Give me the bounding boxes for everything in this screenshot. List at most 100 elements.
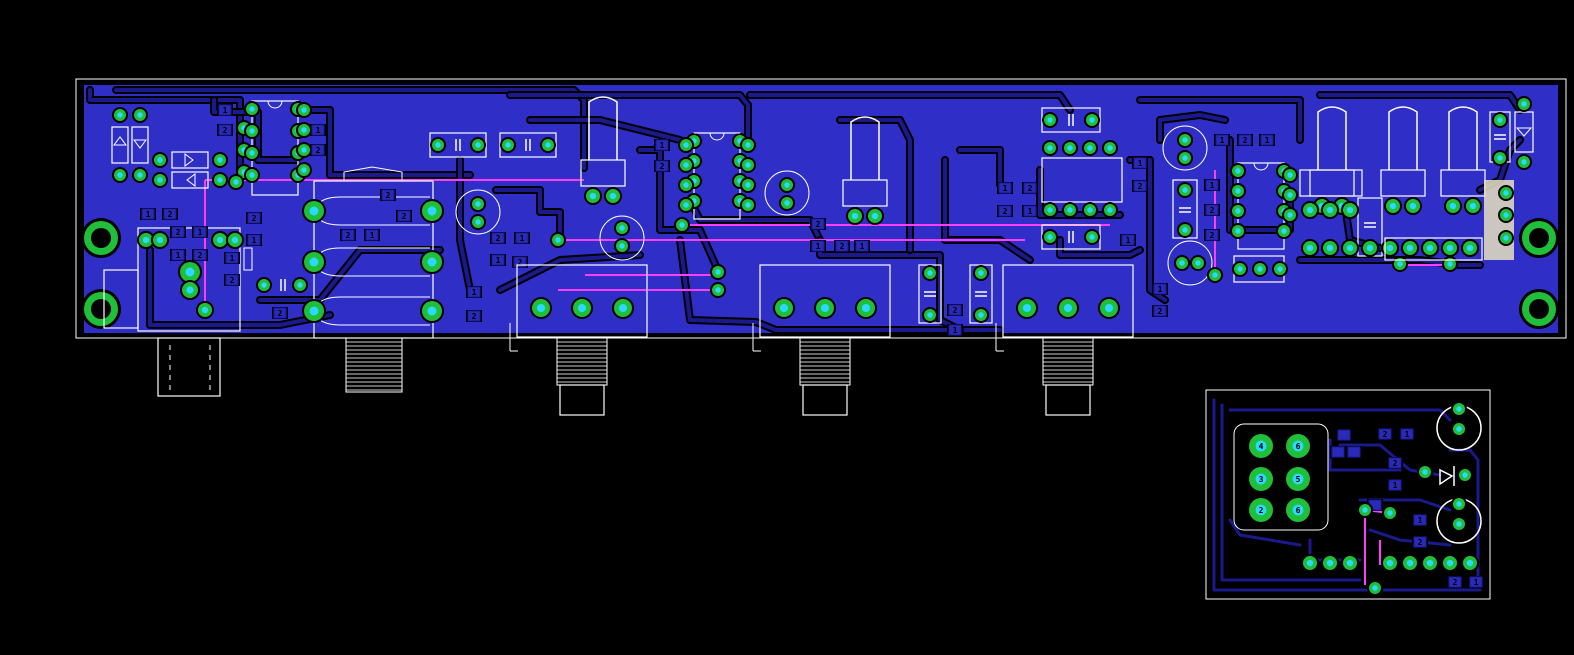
drill-hole [745, 182, 751, 188]
drill-hole [851, 212, 859, 220]
pad-number: 2 [346, 231, 351, 240]
drill-hole [1107, 207, 1113, 213]
drill-hole [1306, 206, 1314, 214]
smd-pad [1337, 429, 1351, 441]
drill-hole [1456, 521, 1462, 527]
smd-pad [1023, 205, 1037, 217]
pad-number: 1 [1138, 159, 1143, 168]
pad-number: 2 [1003, 207, 1008, 216]
trimmer-body [1388, 106, 1418, 170]
drill-hole [1306, 244, 1314, 252]
drill-hole [683, 202, 689, 208]
smd-pad [1205, 179, 1219, 191]
smd-pad [193, 226, 207, 238]
pad-number: 6 [1296, 442, 1301, 451]
smd-pad [1153, 283, 1167, 295]
copper-trace [88, 88, 242, 180]
dc-jack-tab [103, 269, 139, 329]
trimmer-body [588, 96, 618, 160]
drill-hole [297, 282, 303, 288]
drill-hole [1047, 207, 1053, 213]
drill-hole [1195, 260, 1201, 266]
pad-number: 1 [1393, 481, 1398, 490]
drill-hole [185, 267, 195, 277]
pad-number: 1 [1158, 285, 1163, 294]
drill-hole [1257, 266, 1263, 272]
trimmer-base [1299, 169, 1363, 197]
smd-pad [1347, 446, 1361, 458]
drill-hole [1503, 235, 1509, 241]
smd-pad [1121, 234, 1135, 246]
drill-hole [1255, 440, 1267, 452]
drill-hole [1212, 272, 1218, 278]
diode-symbol [1439, 466, 1455, 486]
drill-hole [1389, 202, 1397, 210]
smd-pad [193, 249, 207, 261]
drill-hole [475, 142, 481, 148]
smd-pad [1413, 514, 1427, 526]
drill-hole [231, 236, 239, 244]
drill-hole [249, 172, 255, 178]
potentiometer-shaft-thread [799, 336, 851, 386]
drill-hole [301, 167, 307, 173]
smd-pad [1388, 479, 1402, 491]
drill-hole [1406, 244, 1414, 252]
ic-notch [267, 100, 283, 109]
pad-number: 2 [1158, 307, 1163, 316]
drill-hole [1469, 202, 1477, 210]
pad-number: 1 [520, 234, 525, 243]
drill-hole [1047, 117, 1053, 123]
copper-trace [1138, 98, 1302, 142]
copper-trace [678, 238, 1002, 332]
drill-hole [1503, 212, 1509, 218]
copper-trace [638, 148, 722, 277]
smd-pad [1023, 182, 1037, 194]
diode-symbol [113, 136, 127, 146]
diode-symbol [186, 173, 196, 187]
drill-hole [216, 236, 224, 244]
drill-hole [186, 286, 194, 294]
copper-trace [1228, 408, 1452, 422]
drill-hole [1456, 406, 1462, 412]
mounting-hole-drill [91, 228, 111, 248]
pad-number: 1 [953, 326, 958, 335]
drill-hole [1087, 145, 1093, 151]
smd-pad [247, 212, 261, 224]
drill-hole [861, 303, 871, 313]
pad-number: 1 [230, 254, 235, 263]
smd-pad [225, 252, 239, 264]
drill-hole [1306, 559, 1314, 567]
smd-pad [311, 124, 325, 136]
copper-trace [1158, 113, 1227, 142]
drill-hole [427, 306, 437, 316]
drill-hole [1287, 172, 1293, 178]
copper-trace [294, 108, 472, 177]
smd-pad [1215, 134, 1229, 146]
pad-number: 2 [816, 220, 821, 229]
trimmer-base [580, 159, 626, 187]
drill-hole [1182, 227, 1188, 233]
electrolytic-capacitor [764, 170, 810, 216]
drill-hole [1466, 559, 1474, 567]
drill-hole [1292, 440, 1304, 452]
drill-hole [1326, 206, 1334, 214]
diode-outline [171, 171, 209, 189]
smd-pad [948, 304, 962, 316]
drill-hole [1255, 504, 1267, 516]
pad-number: 2 [230, 276, 235, 285]
drill-hole [217, 157, 223, 163]
drill-hole [249, 106, 255, 112]
smd-pad [1260, 134, 1274, 146]
smd-pad [163, 208, 177, 220]
smd-outline [243, 247, 253, 271]
drill-hole [1362, 507, 1368, 513]
drill-hole [1179, 260, 1185, 266]
drill-hole [1235, 188, 1241, 194]
smd-pad [1205, 229, 1219, 241]
drill-hole [577, 303, 587, 313]
drill-hole [249, 150, 255, 156]
drill-hole [618, 303, 628, 313]
pad-number: 1 [1028, 207, 1033, 216]
